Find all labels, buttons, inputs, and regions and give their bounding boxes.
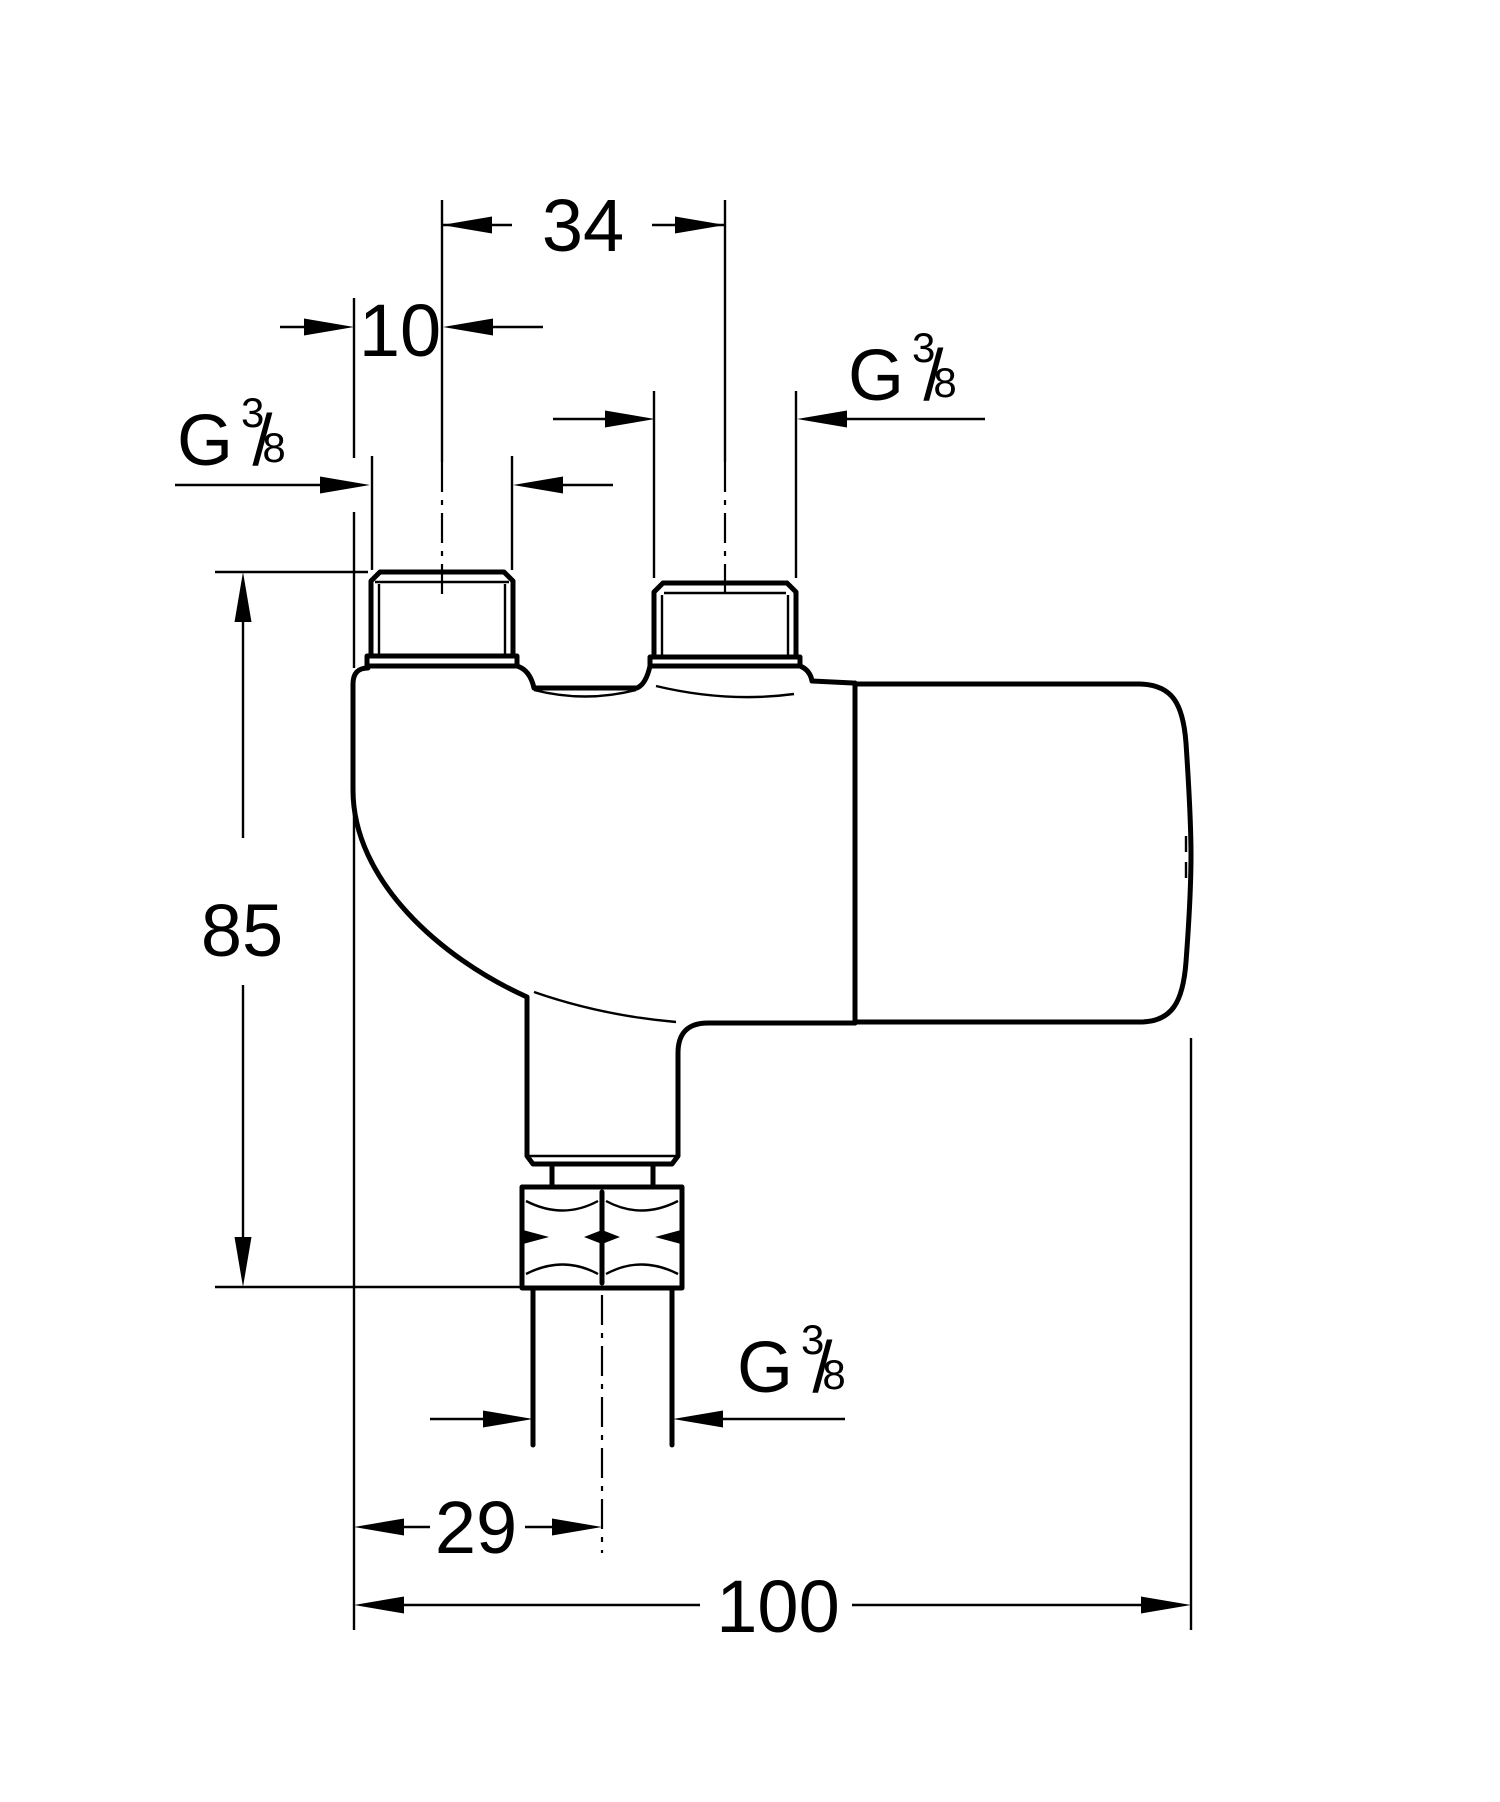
union-nut [519, 1184, 685, 1291]
port-left-flange [364, 653, 520, 669]
knob-outline [854, 681, 1194, 1025]
dimension-port-offset: 10 [280, 289, 543, 372]
arrowhead-left [442, 216, 492, 234]
arrowhead [320, 476, 370, 494]
nut-chamfer-arcs [525, 1199, 679, 1276]
thermostat-knob [852, 680, 1194, 1026]
extension-lines [215, 200, 1193, 1630]
ext-line-port-left-od [370, 456, 514, 570]
body-saddle-curve-right [655, 684, 795, 699]
arrowhead-top [234, 572, 252, 622]
arrowhead [673, 1410, 723, 1428]
arrowhead-bottom [234, 1237, 252, 1287]
body-saddle-curve-left [533, 688, 637, 698]
body-outline [350, 665, 858, 1167]
body-top-right [797, 663, 856, 686]
valve-body [350, 663, 858, 1190]
arrowhead-right [552, 1518, 602, 1536]
dimension-port-spacing: 34 [442, 184, 725, 267]
body-inner-curve [533, 990, 677, 1024]
port-right-thread-lines [660, 591, 790, 655]
arrowhead-left [354, 1596, 404, 1614]
arrowhead-left [483, 1410, 533, 1428]
nut-outline [519, 1184, 685, 1291]
dimension-overall-width: 100 [354, 1565, 1191, 1648]
nut-waist-mark-left [523, 1230, 549, 1244]
body-top-middle [514, 663, 653, 691]
arrowhead-right [443, 318, 493, 336]
arrowhead-opposite [605, 410, 655, 428]
outlet-tailpiece [530, 1285, 675, 1553]
arrowhead-opposite [513, 476, 563, 494]
ext-line-port-right-od [652, 391, 798, 578]
arrowhead [797, 410, 847, 428]
dim-value-85: 85 [201, 889, 283, 972]
dimension-outlet-offset: 29 [354, 1486, 602, 1569]
tailpiece-walls [530, 1285, 675, 1448]
inlet-port-right [647, 580, 803, 669]
dimension-height: 85 [201, 572, 283, 1287]
arrowhead-left [304, 318, 354, 336]
dim-value-29: 29 [435, 1486, 517, 1569]
dim-value-100: 100 [716, 1565, 839, 1648]
outlet-neck [549, 1161, 656, 1190]
nut-waist-mark-center [584, 1230, 620, 1244]
arrowhead-left [354, 1518, 404, 1536]
nut-waist-mark-right [655, 1230, 681, 1244]
arrowhead-right [1141, 1596, 1191, 1614]
dim-value-10: 10 [359, 289, 441, 372]
arrowhead-right [675, 216, 725, 234]
port-right-flange [647, 654, 803, 669]
dim-value-34: 34 [542, 184, 624, 267]
